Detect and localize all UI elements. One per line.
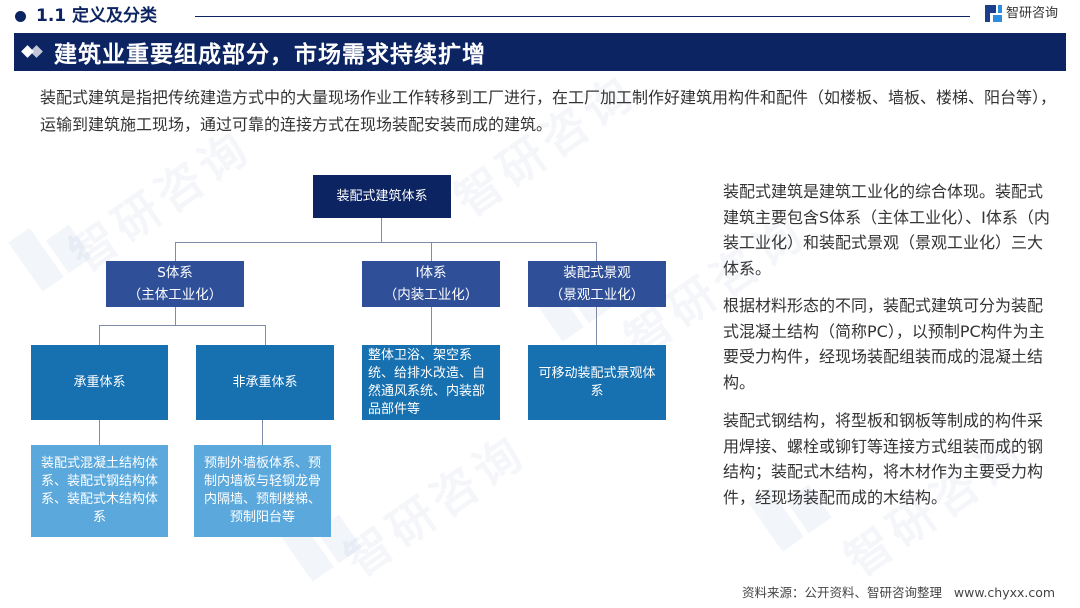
zhiyan-logo-icon	[985, 5, 1002, 22]
node-label: 预制外墙板体系、预制内墙板与轻钢龙骨内隔墙、预制楼梯、预制阳台等	[203, 456, 321, 525]
connector	[175, 307, 176, 325]
brand-logo: 智研咨询	[985, 5, 1058, 22]
node-label: 装配式建筑体系	[336, 188, 428, 204]
node-non-load-bearing: 非承重体系	[196, 345, 334, 420]
node-sublabel: （内装工业化）	[383, 287, 479, 303]
node-label: 整体卫浴、架空系统、给排水改造、自然通风系统、内装部品部件等	[368, 347, 486, 417]
node-interior-components: 整体卫浴、架空系统、给排水改造、自然通风系统、内装部品部件等	[362, 345, 500, 420]
header-divider	[195, 16, 970, 17]
node-load-bearing: 承重体系	[31, 345, 168, 420]
node-label: 承重体系	[73, 374, 126, 390]
title-bar: 建筑业重要组成部分，市场需求持续扩增	[14, 33, 1066, 71]
section-title: 1.1 定义及分类	[36, 6, 158, 26]
connector	[381, 218, 382, 242]
connector	[596, 307, 597, 345]
watermark-text: 智研咨询	[445, 63, 647, 228]
description-paragraph-3: 装配式钢结构，将型板和钢板等制成的构件采用焊接、螺栓或铆钉等连接方式组装而成的钢…	[723, 411, 1044, 507]
node-sublabel: （主体工业化）	[127, 287, 223, 303]
connector	[99, 325, 100, 345]
source-note: 资料来源：公开资料、智研咨询整理 www.chyxx.com	[742, 585, 1056, 600]
intro-paragraph: 装配式建筑是指把传统建造方式中的大量现场作业工作转移到工厂进行，在工厂加工制作好…	[40, 88, 1057, 134]
node-root: 装配式建筑体系	[313, 175, 451, 218]
description-paragraph-1: 装配式建筑是建筑工业化的综合体现。装配式建筑主要包含S体系（主体工业化）、I体系…	[723, 182, 1050, 278]
watermark-text: 智研咨询	[335, 423, 537, 588]
node-label: 装配式混凝土结构体系、装配式钢结构体系、装配式木结构体系	[40, 456, 158, 525]
description-paragraph-2: 根据材料形态的不同，装配式建筑可分为装配式混凝土结构（简称PC），以预制PC构件…	[723, 296, 1045, 392]
connector	[596, 242, 597, 261]
node-label: 非承重体系	[232, 374, 298, 390]
node-label: 可移动装配式景观体系	[538, 365, 656, 399]
node-structure-types: 装配式混凝土结构体系、装配式钢结构体系、装配式木结构体系	[31, 445, 168, 537]
page-title: 建筑业重要组成部分，市场需求持续扩增	[54, 42, 486, 68]
node-sublabel: （景观工业化）	[549, 287, 645, 303]
connector	[175, 242, 597, 243]
node-movable-landscape: 可移动装配式景观体系	[528, 345, 666, 420]
node-i-system: I体系 （内装工业化）	[362, 261, 500, 307]
node-landscape-system: 装配式景观 （景观工业化）	[528, 261, 666, 307]
node-s-system: S体系 （主体工业化）	[106, 261, 244, 307]
connector	[431, 307, 432, 345]
node-prefab-components: 预制外墙板体系、预制内墙板与轻钢龙骨内隔墙、预制楼梯、预制阳台等	[194, 445, 331, 537]
connector	[99, 325, 265, 326]
node-label: 装配式景观	[563, 265, 631, 281]
watermark-logo-icon	[8, 208, 92, 292]
connector	[265, 325, 266, 345]
node-label: S体系	[157, 265, 193, 281]
connector	[262, 420, 263, 445]
node-label: I体系	[415, 265, 447, 281]
section-bullet-icon	[15, 11, 26, 22]
connector	[431, 242, 432, 261]
connector	[99, 420, 100, 445]
double-diamond-icon	[21, 44, 48, 60]
logo-text: 智研咨询	[1006, 6, 1059, 21]
connector	[175, 242, 176, 261]
